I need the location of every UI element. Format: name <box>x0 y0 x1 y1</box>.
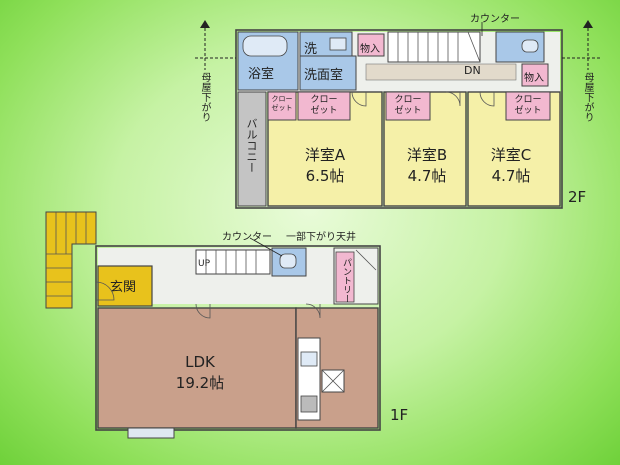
closet-a1-label: クロー ゼット <box>270 95 294 113</box>
bath-label: 浴室 <box>248 67 275 82</box>
storage-2f-1 <box>357 33 385 57</box>
bathtub-icon <box>242 35 288 57</box>
pantry-label: パントリー <box>341 258 351 303</box>
room-b-name: 洋室B <box>406 146 448 164</box>
counter-leader <box>249 237 283 257</box>
floor-1-label: 1F <box>390 406 409 424</box>
balcony <box>237 91 267 207</box>
dn-label: DN <box>464 64 481 77</box>
ldk <box>97 307 297 429</box>
room-a-label: 洋室A 6.5帖 <box>290 145 360 187</box>
room-c-label: 洋室C 4.7帖 <box>476 145 546 187</box>
storage-2f-2 <box>521 63 549 87</box>
floor-1-outline <box>95 245 381 431</box>
door-arc-icon <box>351 91 367 107</box>
closet-a1 <box>267 91 297 121</box>
sink-icon <box>329 37 347 51</box>
ldk-size: 19.2帖 <box>175 374 225 392</box>
closet-b-line2: ゼット <box>394 106 422 116</box>
storage-2f-2-label: 物入 <box>524 73 544 84</box>
counter-1f-label: カウンター <box>222 232 272 243</box>
ldk-name: LDK <box>185 353 215 371</box>
door-arc-icon <box>195 303 211 319</box>
closet-c <box>505 91 551 121</box>
room-c-name: 洋室C <box>490 146 532 164</box>
ldk-label: LDK 19.2帖 <box>160 352 240 394</box>
toilet-icon <box>521 39 539 53</box>
hall-dn-strip <box>365 63 517 81</box>
room-c-size: 4.7帖 <box>491 167 531 185</box>
toilet-icon <box>279 253 297 269</box>
roof-arrow-right-icon <box>562 20 600 70</box>
room-b-size: 4.7帖 <box>407 167 447 185</box>
roof-left-label: 母屋下がり <box>199 72 210 122</box>
closet-c-label: クロー ゼット <box>508 95 548 117</box>
door-arc-icon <box>305 303 321 319</box>
washroom <box>299 55 357 91</box>
roof-right-label: 母屋下がり <box>582 72 593 122</box>
closet-b <box>385 91 431 121</box>
floor-2 <box>195 20 600 209</box>
balcony-label: バルコニー <box>245 118 258 173</box>
counter-2f-label: カウンター <box>470 14 520 25</box>
closet-a2-line2: ゼット <box>310 106 338 116</box>
storage-2f-1-label: 物入 <box>360 44 380 55</box>
stairs-2f <box>387 31 481 63</box>
closet-b-label: クロー ゼット <box>388 95 428 117</box>
floor-1 <box>45 211 381 439</box>
closet-b-line1: クロー <box>394 95 422 105</box>
closet-c-line2: ゼット <box>514 106 542 116</box>
stove-icon <box>300 395 318 413</box>
washroom-label: 洗面室 <box>304 68 344 83</box>
stairs-1f <box>195 249 271 275</box>
window-bay <box>127 427 175 439</box>
door-arc-icon <box>445 91 461 107</box>
closet-c-line1: クロー <box>514 95 542 105</box>
entrance <box>97 265 153 307</box>
entrance-label: 玄関 <box>110 280 137 295</box>
floor-2-label: 2F <box>568 188 587 206</box>
sink-icon <box>300 351 318 367</box>
up-label: UP <box>198 259 211 269</box>
door-arc-icon <box>479 91 495 107</box>
closet-a1-line2: ゼット <box>271 104 293 112</box>
wash-small-label: 洗 <box>304 42 318 57</box>
door-arc-icon <box>95 281 115 301</box>
room-b-label: 洋室B 4.7帖 <box>392 145 462 187</box>
roof-arrow-left-icon <box>195 20 236 70</box>
closet-a2-line1: クロー <box>310 95 338 105</box>
ceiling-label: 一部下がり天井 <box>286 232 356 243</box>
entrance-steps <box>45 211 97 309</box>
floor-2-outline <box>235 29 563 209</box>
room-a-name: 洋室A <box>304 146 346 164</box>
room-a-size: 6.5帖 <box>305 167 345 185</box>
closet-a2 <box>297 91 351 121</box>
closet-a1-line1: クロー <box>271 95 293 103</box>
closet-a2-label: クロー ゼット <box>300 95 348 117</box>
pantry-shelf <box>335 251 355 303</box>
